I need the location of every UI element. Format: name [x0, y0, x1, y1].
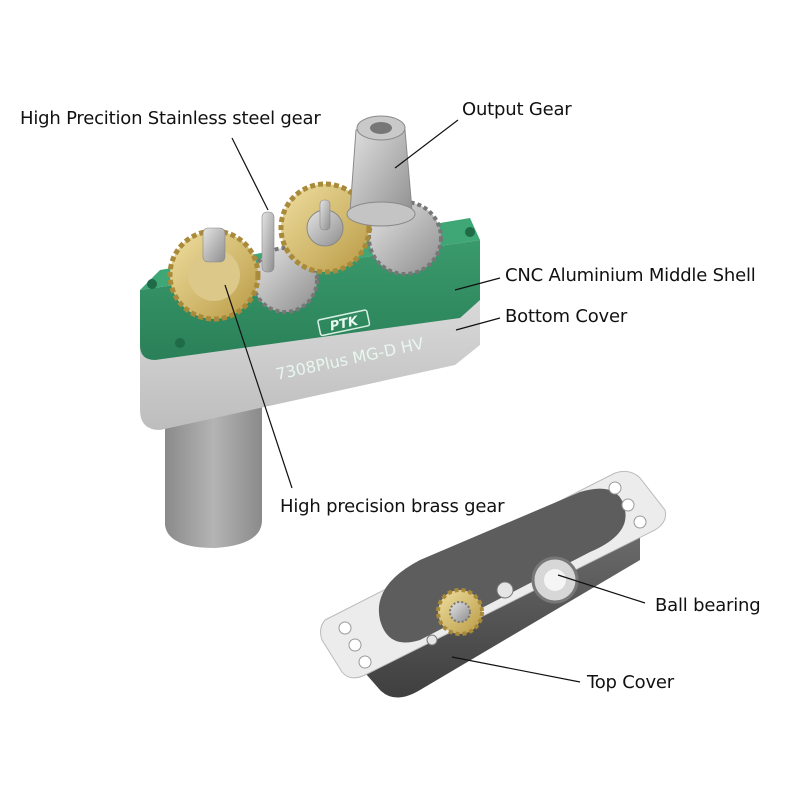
- label-bottom-cover: Bottom Cover: [505, 306, 628, 327]
- label-output-gear: Output Gear: [462, 99, 572, 120]
- output-gear-collar: [346, 201, 416, 227]
- bushing: [426, 634, 438, 646]
- pinion: [202, 227, 226, 263]
- servo-body: PTK 7308Plus MG-D HV: [140, 115, 480, 548]
- screw-hole: [175, 338, 185, 348]
- leader-top-cover: [451, 656, 581, 683]
- leader-lines: [224, 119, 646, 683]
- leader-stainless: [231, 137, 269, 211]
- top-cover-part: [320, 470, 666, 698]
- brass-gear-boss: [188, 249, 240, 301]
- leader-middle-shell: [454, 277, 501, 291]
- label-ball-bearing: Ball bearing: [655, 595, 761, 616]
- leader-output: [394, 119, 459, 169]
- leader-brass: [224, 284, 293, 489]
- mount-hole: [348, 638, 362, 652]
- mount-hole: [338, 621, 352, 635]
- label-brass-gear: High precision brass gear: [280, 496, 505, 517]
- brand-logo: PTK: [329, 314, 361, 335]
- label-middle-shell: CNC Aluminium Middle Shell: [505, 265, 756, 286]
- bushing: [496, 581, 514, 599]
- stainless-shaft: [261, 211, 275, 273]
- mount-hole: [633, 515, 647, 529]
- mount-hole: [358, 655, 372, 669]
- label-top-cover: Top Cover: [587, 672, 675, 693]
- mount-hole: [608, 481, 622, 495]
- leader-ball-bearing: [557, 574, 646, 604]
- mount-hole: [621, 498, 635, 512]
- motor-can: [165, 405, 262, 548]
- hub-pin: [319, 199, 331, 231]
- logo-frame: [317, 309, 371, 337]
- screw-hole: [147, 279, 157, 289]
- leader-bottom-cover: [455, 317, 501, 331]
- label-stainless-steel-gear: High Precition Stainless steel gear: [20, 108, 321, 129]
- screw-hole: [465, 227, 475, 237]
